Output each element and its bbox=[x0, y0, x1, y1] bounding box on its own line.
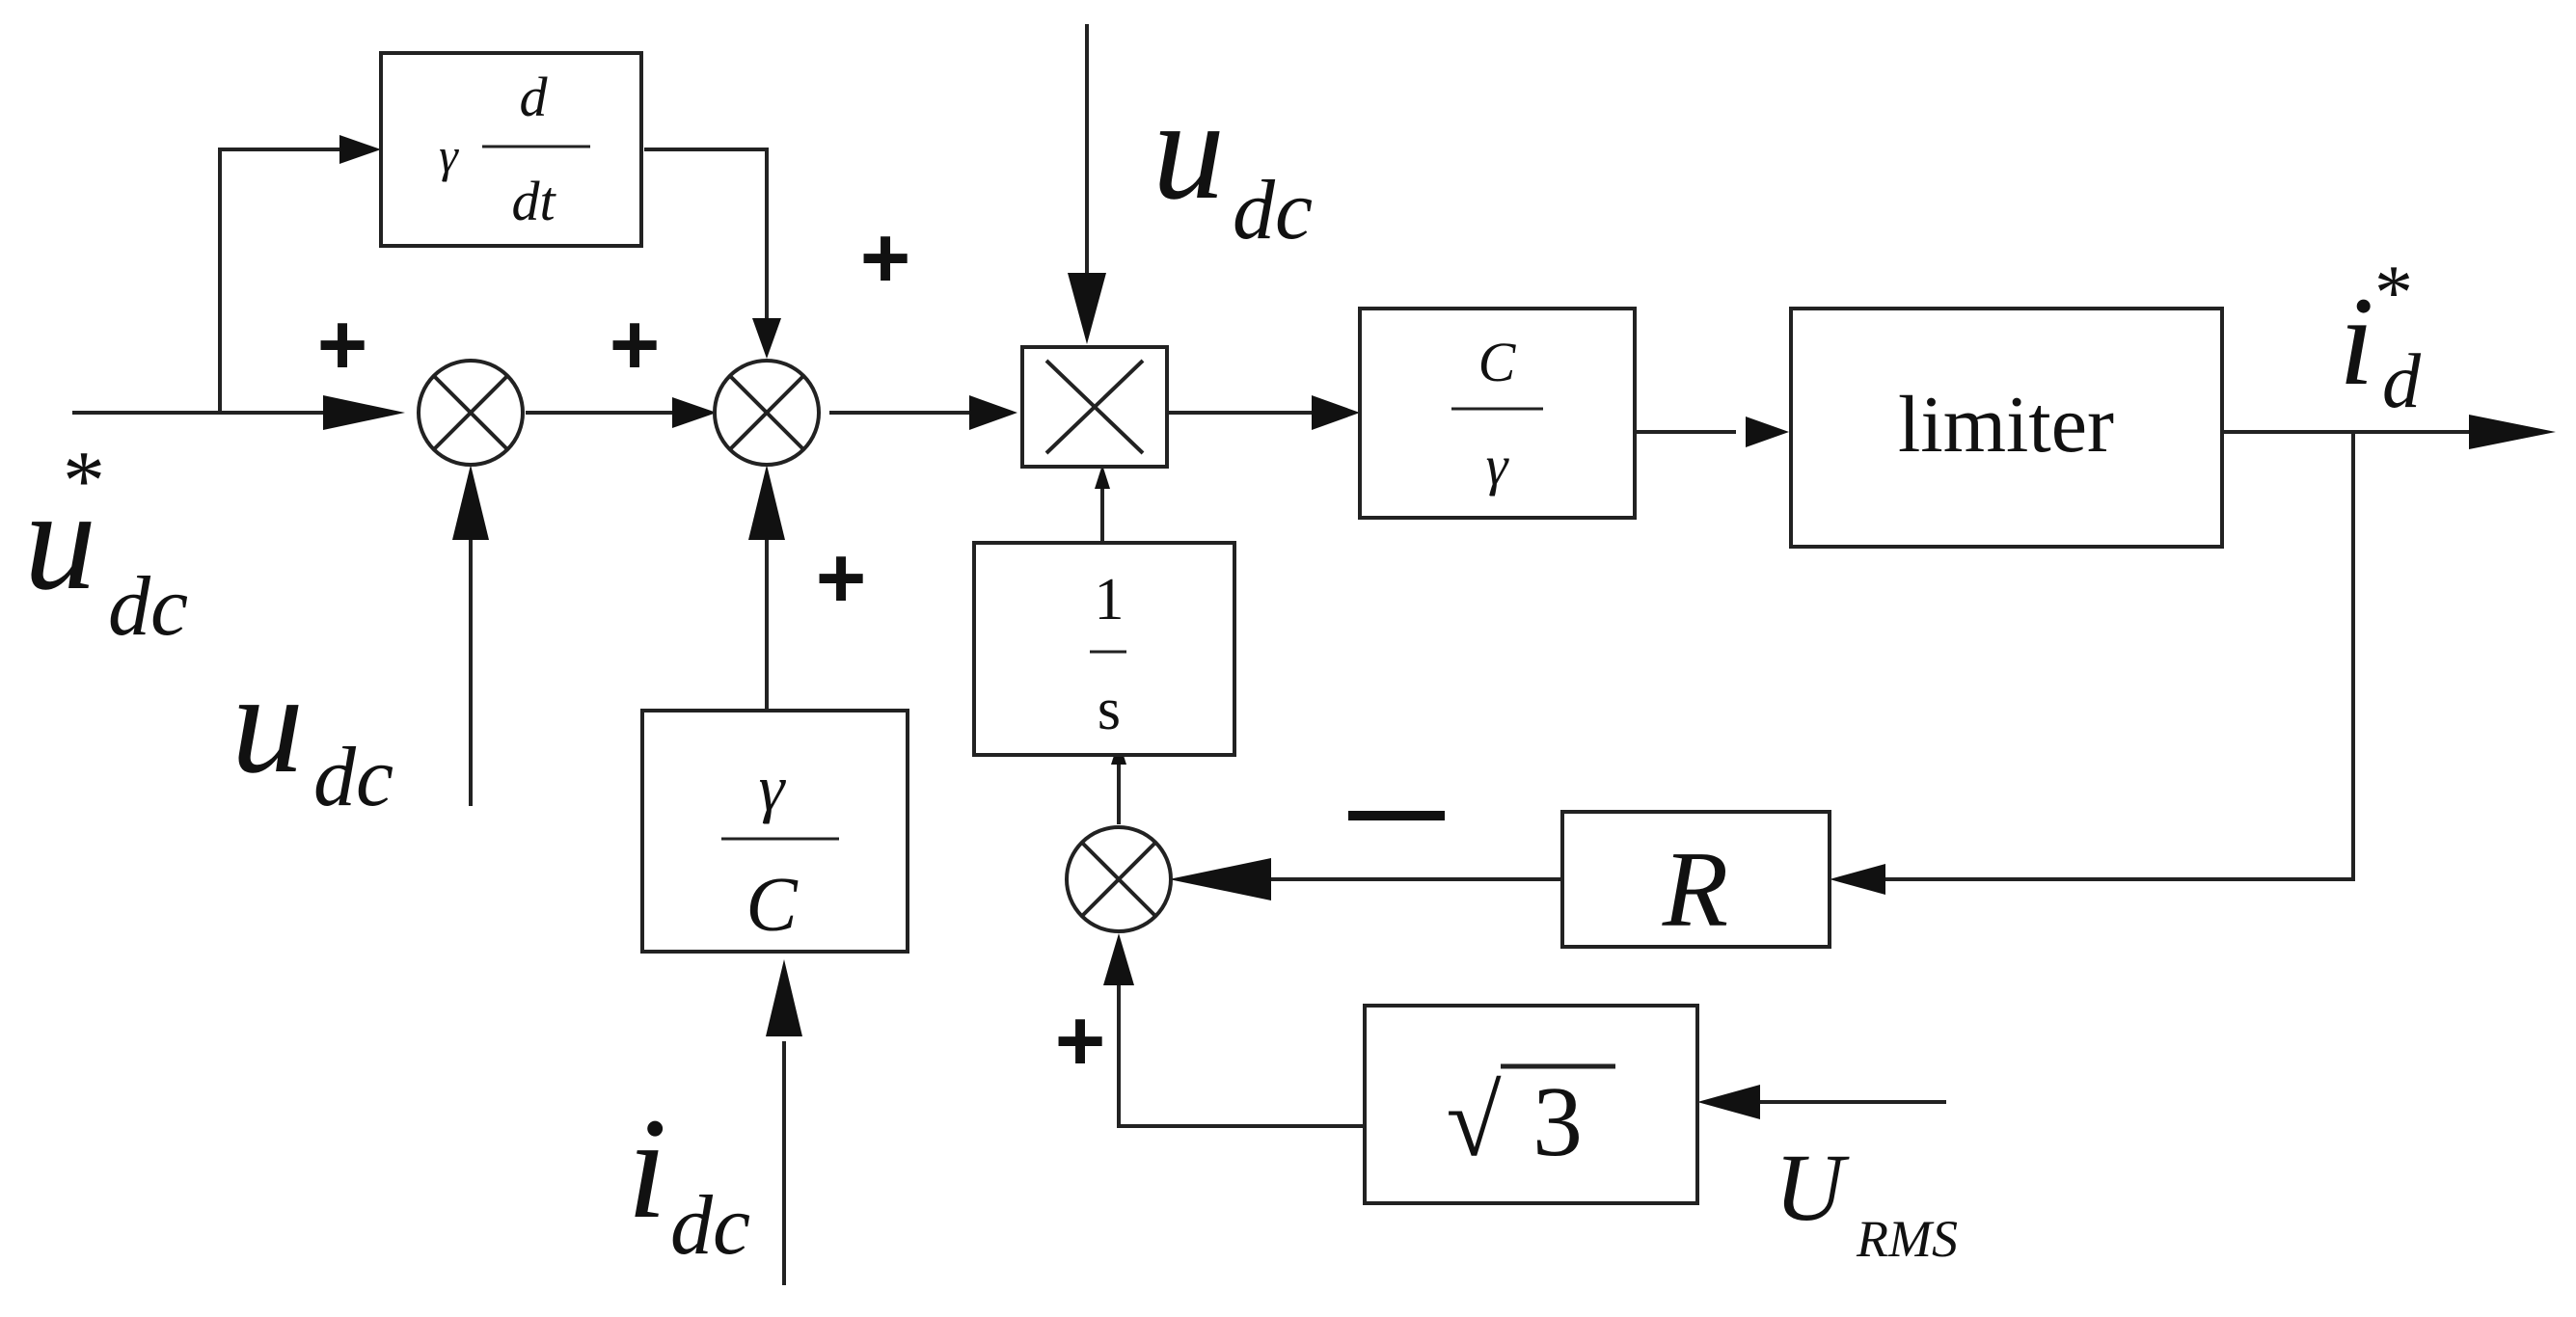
wire-derivative-out bbox=[644, 148, 769, 323]
label-udc-top: u dc bbox=[1152, 69, 1313, 257]
sign-s4-bottom: + bbox=[1055, 993, 1106, 1089]
sqrt3-block: √ 3 bbox=[1363, 1004, 1699, 1205]
label-id-ref: i d * bbox=[2339, 251, 2422, 424]
gamma-over-c-denominator: C bbox=[746, 863, 799, 948]
sign-s4-from-r: — bbox=[1348, 755, 1445, 863]
sign-s2-bottom: + bbox=[816, 530, 867, 627]
udc-ref-sup: * bbox=[63, 435, 105, 528]
arrow-derivative-into-s2 bbox=[752, 318, 781, 359]
arrow-mult-into-cgamma bbox=[1312, 395, 1360, 430]
idc-sub: dc bbox=[670, 1179, 750, 1273]
udc-left-base: u bbox=[231, 643, 304, 803]
arrow-udc-into-mult bbox=[1068, 273, 1106, 344]
limiter-label: limiter bbox=[1898, 380, 2114, 470]
c-over-gamma-block: C γ bbox=[1358, 307, 1637, 520]
c-over-gamma-numerator: C bbox=[1478, 331, 1517, 393]
sign-s1-input: + bbox=[317, 297, 368, 393]
udc-ref-sub: dc bbox=[108, 560, 188, 654]
arrow-into-s1 bbox=[323, 395, 405, 430]
udc-top-sub: dc bbox=[1233, 164, 1313, 257]
id-ref-sub: d bbox=[2382, 339, 2422, 424]
id-ref-base: i bbox=[2339, 270, 2374, 412]
wire-to-derivative bbox=[218, 148, 342, 413]
arrow-gammac-into-s2 bbox=[748, 465, 785, 540]
label-urms: U RMS bbox=[1775, 1134, 1958, 1268]
c-over-gamma-denominator: γ bbox=[1486, 434, 1510, 497]
udc-ref-base: u bbox=[24, 460, 96, 620]
arrow-udc-into-s1 bbox=[452, 465, 489, 540]
sign-s2-input: + bbox=[610, 297, 661, 393]
gamma-over-c-block: γ C bbox=[640, 709, 909, 954]
label-udc-left: u dc bbox=[231, 643, 393, 824]
label-idc: i dc bbox=[627, 1089, 750, 1273]
arrowheads bbox=[323, 135, 2556, 1119]
urms-base: U bbox=[1775, 1134, 1850, 1241]
derivative-numerator: d bbox=[520, 66, 549, 128]
arrow-cgamma-into-limiter bbox=[1746, 417, 1789, 447]
integrator-numerator: 1 bbox=[1095, 567, 1125, 632]
multiplier-block bbox=[1020, 345, 1169, 469]
idc-base: i bbox=[627, 1089, 667, 1249]
wire-sqrt3-s4 bbox=[1117, 983, 1365, 1128]
label-udc-ref: u dc * bbox=[24, 435, 188, 654]
arrow-sqrt3-into-s4 bbox=[1103, 933, 1134, 985]
arrow-into-derivative bbox=[339, 135, 381, 164]
arrow-s1-into-s2 bbox=[672, 397, 717, 428]
arrow-id-out bbox=[2469, 415, 2556, 449]
sqrt3-radical: √ bbox=[1446, 1066, 1501, 1177]
summing-junction-1 bbox=[417, 359, 525, 467]
resistance-label: R bbox=[1662, 830, 1728, 950]
arrow-r-into-s4 bbox=[1169, 858, 1271, 900]
arrow-integrator-into-mult bbox=[1095, 465, 1110, 489]
derivative-denominator: dt bbox=[511, 170, 556, 232]
resistance-block: R bbox=[1560, 810, 1831, 950]
integrator-denominator: s bbox=[1098, 677, 1121, 742]
arrow-urms-into-sqrt3 bbox=[1697, 1085, 1760, 1119]
arrow-s2-into-mult bbox=[969, 395, 1017, 430]
summing-junction-2 bbox=[713, 359, 821, 467]
arrow-into-r bbox=[1830, 864, 1885, 895]
id-ref-sup: * bbox=[2374, 251, 2413, 336]
sign-s2-top: + bbox=[860, 210, 911, 307]
integrator-block: 1 s bbox=[972, 541, 1236, 757]
udc-left-sub: dc bbox=[313, 731, 393, 824]
limiter-block: limiter bbox=[1789, 307, 2224, 549]
signal-wires bbox=[72, 24, 2469, 1285]
udc-top-base: u bbox=[1152, 69, 1225, 229]
derivative-gain: γ bbox=[439, 128, 459, 182]
summing-junction-3 bbox=[1065, 825, 1173, 933]
urms-sub: RMS bbox=[1856, 1210, 1958, 1268]
gamma-over-c-numerator: γ bbox=[759, 751, 787, 824]
arrow-idc-into-gammac bbox=[766, 959, 802, 1036]
sqrt3-value: 3 bbox=[1532, 1066, 1583, 1177]
wire-feedback-r bbox=[1881, 432, 2355, 881]
derivative-block: γ d dt bbox=[379, 51, 643, 248]
